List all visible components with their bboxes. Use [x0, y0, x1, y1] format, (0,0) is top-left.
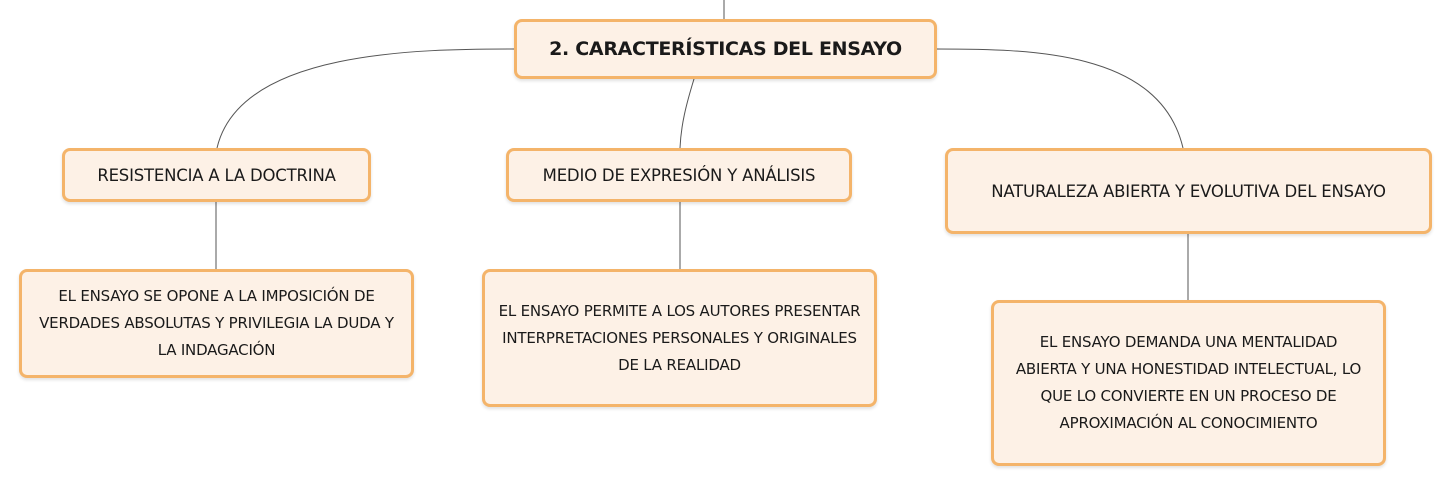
branch-3-detail-node[interactable]: EL ENSAYO DEMANDA UNA MENTALIDAD ABIERTA… — [991, 300, 1386, 466]
branch-1-topic-label: RESISTENCIA A LA DOCTRINA — [97, 165, 336, 185]
connector-root-to-branch-2 — [679, 78, 695, 149]
branch-3-topic-node[interactable]: NATURALEZA ABIERTA Y EVOLUTIVA DEL ENSAY… — [945, 148, 1432, 234]
connector-root-to-branch-3 — [934, 48, 1184, 149]
branch-1-detail-text: EL ENSAYO SE OPONE A LA IMPOSICIÓN DE VE… — [39, 287, 394, 359]
branch-3-topic-label: NATURALEZA ABIERTA Y EVOLUTIVA DEL ENSAY… — [991, 181, 1386, 201]
branch-2-topic-label: MEDIO DE EXPRESIÓN Y ANÁLISIS — [542, 165, 816, 185]
branch-3-detail-text: EL ENSAYO DEMANDA UNA MENTALIDAD ABIERTA… — [1015, 333, 1362, 432]
root-node-label: 2. CARACTERÍSTICAS DEL ENSAYO — [549, 38, 902, 60]
branch-1-topic-node[interactable]: RESISTENCIA A LA DOCTRINA — [62, 148, 371, 202]
connector-root-to-branch-1 — [216, 48, 516, 149]
root-node[interactable]: 2. CARACTERÍSTICAS DEL ENSAYO — [514, 19, 937, 79]
branch-2-detail-text: EL ENSAYO PERMITE A LOS AUTORES PRESENTA… — [498, 301, 861, 374]
branch-1-detail-node[interactable]: EL ENSAYO SE OPONE A LA IMPOSICIÓN DE VE… — [19, 269, 414, 378]
branch-2-topic-node[interactable]: MEDIO DE EXPRESIÓN Y ANÁLISIS — [506, 148, 852, 202]
branch-2-detail-node[interactable]: EL ENSAYO PERMITE A LOS AUTORES PRESENTA… — [482, 269, 877, 407]
